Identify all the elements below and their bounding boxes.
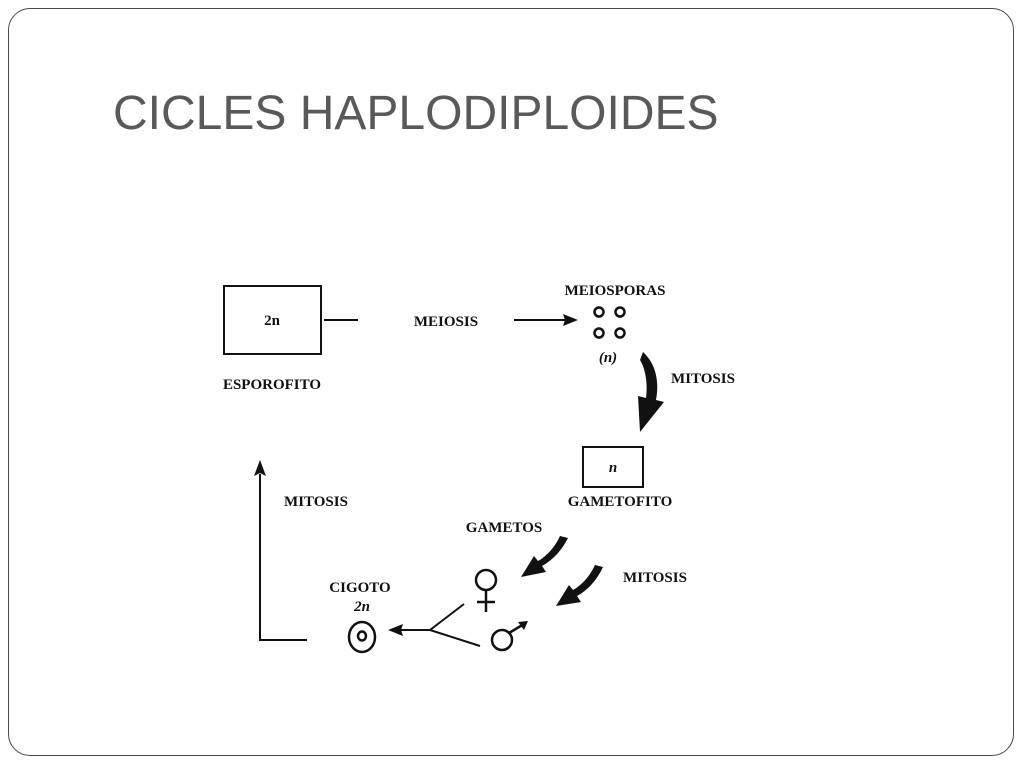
mitosis-label-gametes: MITOSIS bbox=[623, 570, 687, 586]
gamete-arrow-male bbox=[556, 565, 603, 606]
fusion-arrow-head bbox=[388, 624, 403, 636]
zygote-cell-icon bbox=[347, 620, 377, 654]
meiospores-label: MEIOSPORAS bbox=[565, 283, 666, 299]
gametophyte-box bbox=[582, 446, 644, 488]
mitosis-label-gametophyte: MITOSIS bbox=[671, 371, 735, 387]
meiospore-dot bbox=[614, 327, 626, 339]
mitosis-return-line bbox=[259, 474, 307, 641]
meiosis-arrow-head bbox=[563, 314, 578, 326]
fusion-line-female bbox=[429, 603, 465, 631]
meiospores-dots bbox=[593, 306, 626, 339]
gamete-arrow-female bbox=[521, 536, 568, 577]
meiospore-dot bbox=[593, 306, 605, 318]
meiosis-label: MEIOSIS bbox=[414, 314, 478, 330]
zygote-ploidy: 2n bbox=[353, 599, 370, 615]
gametophyte-caption: GAMETOFITO bbox=[568, 494, 672, 510]
female-symbol-icon bbox=[474, 568, 498, 612]
sporophyte-caption: ESPOROFITO bbox=[223, 377, 321, 393]
mitosis-arrow-to-gametophyte bbox=[638, 352, 664, 432]
male-symbol-icon bbox=[490, 621, 528, 652]
meiospores-ploidy: (n) bbox=[599, 350, 617, 366]
zygote-label: CIGOTO bbox=[329, 580, 390, 596]
gametophyte-box-label: n bbox=[609, 460, 617, 476]
slide-title: CICLES HAPLODIPLOIDES bbox=[113, 87, 719, 140]
mitosis-return-arrow-head bbox=[254, 460, 266, 476]
mitosis-label-sporophyte: MITOSIS bbox=[284, 494, 348, 510]
meiospore-dot bbox=[614, 306, 626, 318]
sporophyte-box bbox=[223, 285, 322, 355]
fusion-line-male bbox=[429, 629, 481, 647]
sporophyte-box-label: 2n bbox=[264, 313, 281, 329]
meiospore-dot bbox=[593, 327, 605, 339]
gametes-label: GAMETOS bbox=[466, 520, 542, 536]
